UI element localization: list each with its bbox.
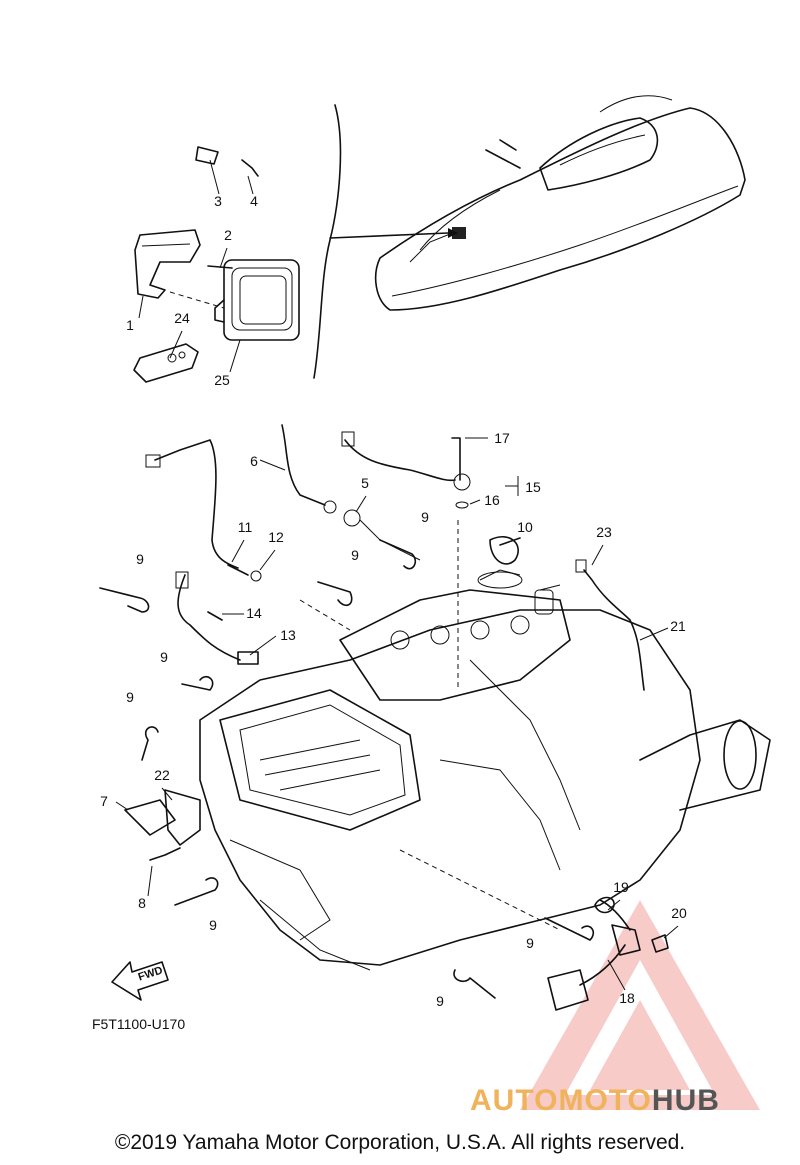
callout-9: 9: [351, 547, 359, 563]
watermark-text-part2: HUB: [651, 1084, 720, 1117]
cable-ties: [99, 537, 595, 999]
callout-21: 21: [670, 618, 686, 634]
ecu-location-marker: [452, 227, 466, 239]
callout-1: 1: [126, 317, 134, 333]
diagram-code: F5T1100-U170: [92, 1016, 186, 1032]
callout-9: 9: [436, 993, 444, 1009]
callout-14: 14: [246, 605, 262, 621]
watermark-text-part1: AUTOMOTO: [470, 1084, 652, 1117]
callout-9: 9: [126, 689, 134, 705]
leader-lines: [115, 159, 679, 991]
callout-9: 9: [526, 935, 534, 951]
callout-24: 24: [174, 310, 190, 326]
callout-15: 15: [525, 479, 541, 495]
callout-7: 7: [100, 793, 108, 809]
callout-22: 22: [154, 767, 170, 783]
callout-20: 20: [671, 905, 687, 921]
ecu-assembly: [133, 146, 300, 383]
copyright-notice: ©2019 Yamaha Motor Corporation, U.S.A. A…: [114, 1131, 686, 1154]
watercraft-illustration: [374, 95, 746, 311]
callout-9: 9: [209, 917, 217, 933]
callout-17: 17: [494, 430, 510, 446]
watermark-text: AUTOMOTOHUB: [470, 1084, 720, 1118]
watermark-logo: [520, 900, 760, 1110]
callout-9: 9: [160, 649, 168, 665]
callout-19: 19: [613, 879, 629, 895]
callout-23: 23: [596, 524, 612, 540]
callout-10: 10: [517, 519, 533, 535]
callout-12: 12: [268, 529, 284, 545]
forward-direction-arrow: [111, 961, 169, 1001]
callout-9: 9: [136, 551, 144, 567]
callout-2: 2: [224, 227, 232, 243]
callout-4: 4: [250, 193, 258, 209]
callout-5: 5: [361, 475, 369, 491]
callout-6: 6: [250, 453, 258, 469]
inset-bracket: [313, 104, 342, 379]
callout-9: 9: [421, 509, 429, 525]
callout-3: 3: [214, 193, 222, 209]
callout-25: 25: [214, 372, 230, 388]
engine-assembly: [199, 569, 771, 971]
callout-11: 11: [238, 519, 253, 535]
callout-8: 8: [138, 895, 146, 911]
callout-18: 18: [619, 990, 635, 1006]
callout-13: 13: [280, 627, 296, 643]
callout-16: 16: [484, 492, 500, 508]
sensor-harnesses: [124, 424, 669, 1011]
